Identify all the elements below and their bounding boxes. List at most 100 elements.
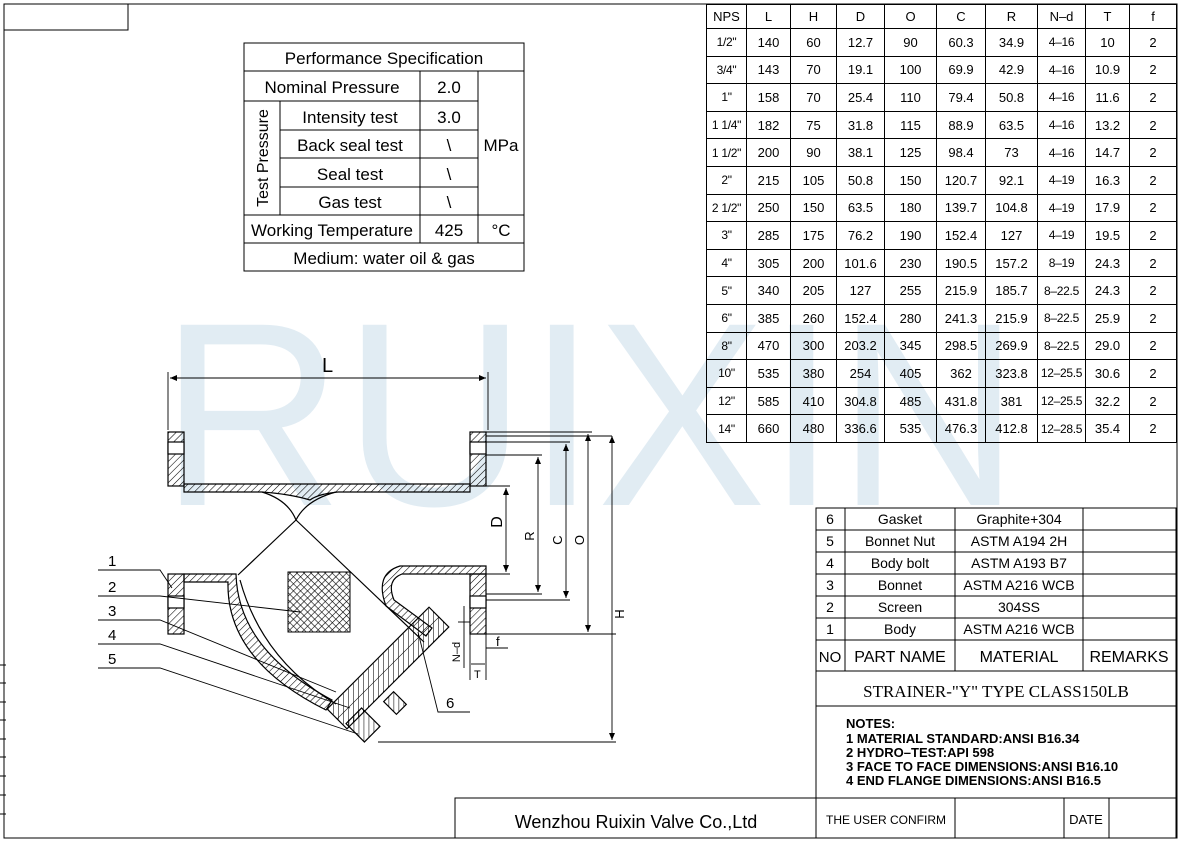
- back-seal-test-label: Back seal test: [297, 136, 403, 155]
- seal-test-label: Seal test: [317, 165, 383, 184]
- dims-cell: 104.8: [985, 193, 1038, 223]
- dims-cell: 260: [790, 303, 837, 333]
- dims-cell: 50.8: [985, 83, 1038, 112]
- dims-cell: 29.0: [1085, 331, 1130, 361]
- callout-6: 6: [446, 695, 454, 712]
- dims-cell: 485: [884, 386, 937, 416]
- dims-cell: 280: [884, 303, 937, 333]
- dims-cell: 90: [790, 138, 837, 167]
- note-item: 1 MATERIAL STANDARD:ANSI B16.34: [846, 731, 1080, 746]
- dims-cell: 3": [706, 221, 747, 250]
- dims-cell: 255: [884, 276, 937, 305]
- gas-test-value: \: [447, 193, 452, 212]
- dims-cell: 73: [985, 138, 1038, 167]
- dim-label-D: D: [489, 516, 506, 528]
- dims-cell: 200: [790, 248, 837, 278]
- bom-no: 3: [826, 577, 834, 593]
- dims-cell: 480: [790, 414, 837, 443]
- callout-1: 1: [108, 553, 116, 570]
- dims-cell: 470: [746, 331, 791, 361]
- dims-cell: 535: [746, 359, 791, 388]
- pressure-unit: MPa: [484, 136, 520, 155]
- test-pressure-label: Test Pressure: [255, 109, 272, 207]
- bom-header-material: MATERIAL: [980, 649, 1059, 666]
- intensity-test-label: Intensity test: [302, 108, 398, 127]
- dims-cell: 1 1/2": [706, 138, 747, 167]
- dims-cell: 69.9: [936, 55, 986, 85]
- dims-header-cell: H: [790, 4, 837, 29]
- dims-cell: 98.4: [936, 138, 986, 167]
- dims-cell: 362: [936, 359, 986, 388]
- dims-cell: 127: [985, 221, 1038, 250]
- dims-cell: 105: [790, 165, 837, 195]
- strainer-section-drawing: [167, 431, 487, 743]
- date-label: DATE: [1069, 812, 1103, 827]
- dims-cell: 182: [746, 110, 791, 140]
- dims-cell: 19.5: [1085, 221, 1130, 250]
- dims-cell: 4": [706, 248, 747, 278]
- nominal-pressure-label: Nominal Pressure: [264, 78, 399, 97]
- dims-cell: 139.7: [936, 193, 986, 223]
- dims-cell: 4–19: [1037, 165, 1086, 195]
- dims-cell: 254: [836, 359, 885, 388]
- dims-cell: 14": [706, 414, 747, 443]
- dims-cell: 2: [1129, 55, 1177, 85]
- callout-4: 4: [108, 627, 116, 644]
- dims-cell: 190.5: [936, 248, 986, 278]
- part-callouts: [98, 569, 470, 735]
- dims-cell: 185.7: [985, 276, 1038, 305]
- callout-3: 3: [108, 603, 116, 620]
- drawing-title: STRAINER-"Y" TYPE CLASS150LB: [863, 682, 1129, 701]
- dims-cell: 63.5: [836, 193, 885, 223]
- dims-cell: 1 1/4": [706, 110, 747, 140]
- bom-header-remarks: REMARKS: [1089, 649, 1168, 666]
- dims-cell: 8": [706, 331, 747, 361]
- dims-cell: 50.8: [836, 165, 885, 195]
- note-item: 3 FACE TO FACE DIMENSIONS:ANSI B16.10: [846, 759, 1118, 774]
- company-box: [454, 797, 817, 839]
- dims-cell: 1": [706, 83, 747, 112]
- dims-cell: 25.9: [1085, 303, 1130, 333]
- dim-label-C: C: [550, 535, 565, 544]
- dims-cell: 8–22.5: [1037, 331, 1086, 361]
- dims-cell: 76.2: [836, 221, 885, 250]
- dims-cell: 42.9: [985, 55, 1038, 85]
- dims-cell: 2: [1129, 83, 1177, 112]
- dims-cell: 16.3: [1085, 165, 1130, 195]
- screen-mesh: [287, 571, 351, 633]
- edge-ticks: [0, 664, 6, 815]
- dims-cell: 5": [706, 276, 747, 305]
- dims-cell: 12–28.5: [1037, 414, 1086, 443]
- dims-cell: 345: [884, 331, 937, 361]
- bom-part-name: Bonnet: [878, 577, 922, 593]
- bom-part-name: Bonnet Nut: [865, 533, 935, 549]
- dims-cell: 150: [790, 193, 837, 223]
- dims-header-cell: R: [985, 4, 1038, 29]
- dims-cell: 215: [746, 165, 791, 195]
- dims-cell: 4–19: [1037, 221, 1086, 250]
- dims-cell: 70: [790, 55, 837, 85]
- dims-cell: 269.9: [985, 331, 1038, 361]
- working-temp-value: 425: [435, 221, 463, 240]
- gas-test-label: Gas test: [318, 193, 382, 212]
- dims-cell: 11.6: [1085, 83, 1130, 112]
- dims-cell: 535: [884, 414, 937, 443]
- dims-cell: 4–16: [1037, 110, 1086, 140]
- dims-cell: 285: [746, 221, 791, 250]
- working-temp-unit: °C: [491, 221, 510, 240]
- dims-cell: 381: [985, 386, 1038, 416]
- dimension-lines: [167, 372, 616, 743]
- dims-cell: 34.9: [985, 28, 1038, 57]
- dims-cell: 75: [790, 110, 837, 140]
- dims-cell: 203.2: [836, 331, 885, 361]
- dims-cell: 2": [706, 165, 747, 195]
- dims-cell: 70: [790, 83, 837, 112]
- dims-cell: 35.4: [1085, 414, 1130, 443]
- dims-header-cell: f: [1129, 4, 1177, 29]
- bom-no: 4: [826, 555, 834, 571]
- dims-cell: 250: [746, 193, 791, 223]
- dims-cell: 127: [836, 276, 885, 305]
